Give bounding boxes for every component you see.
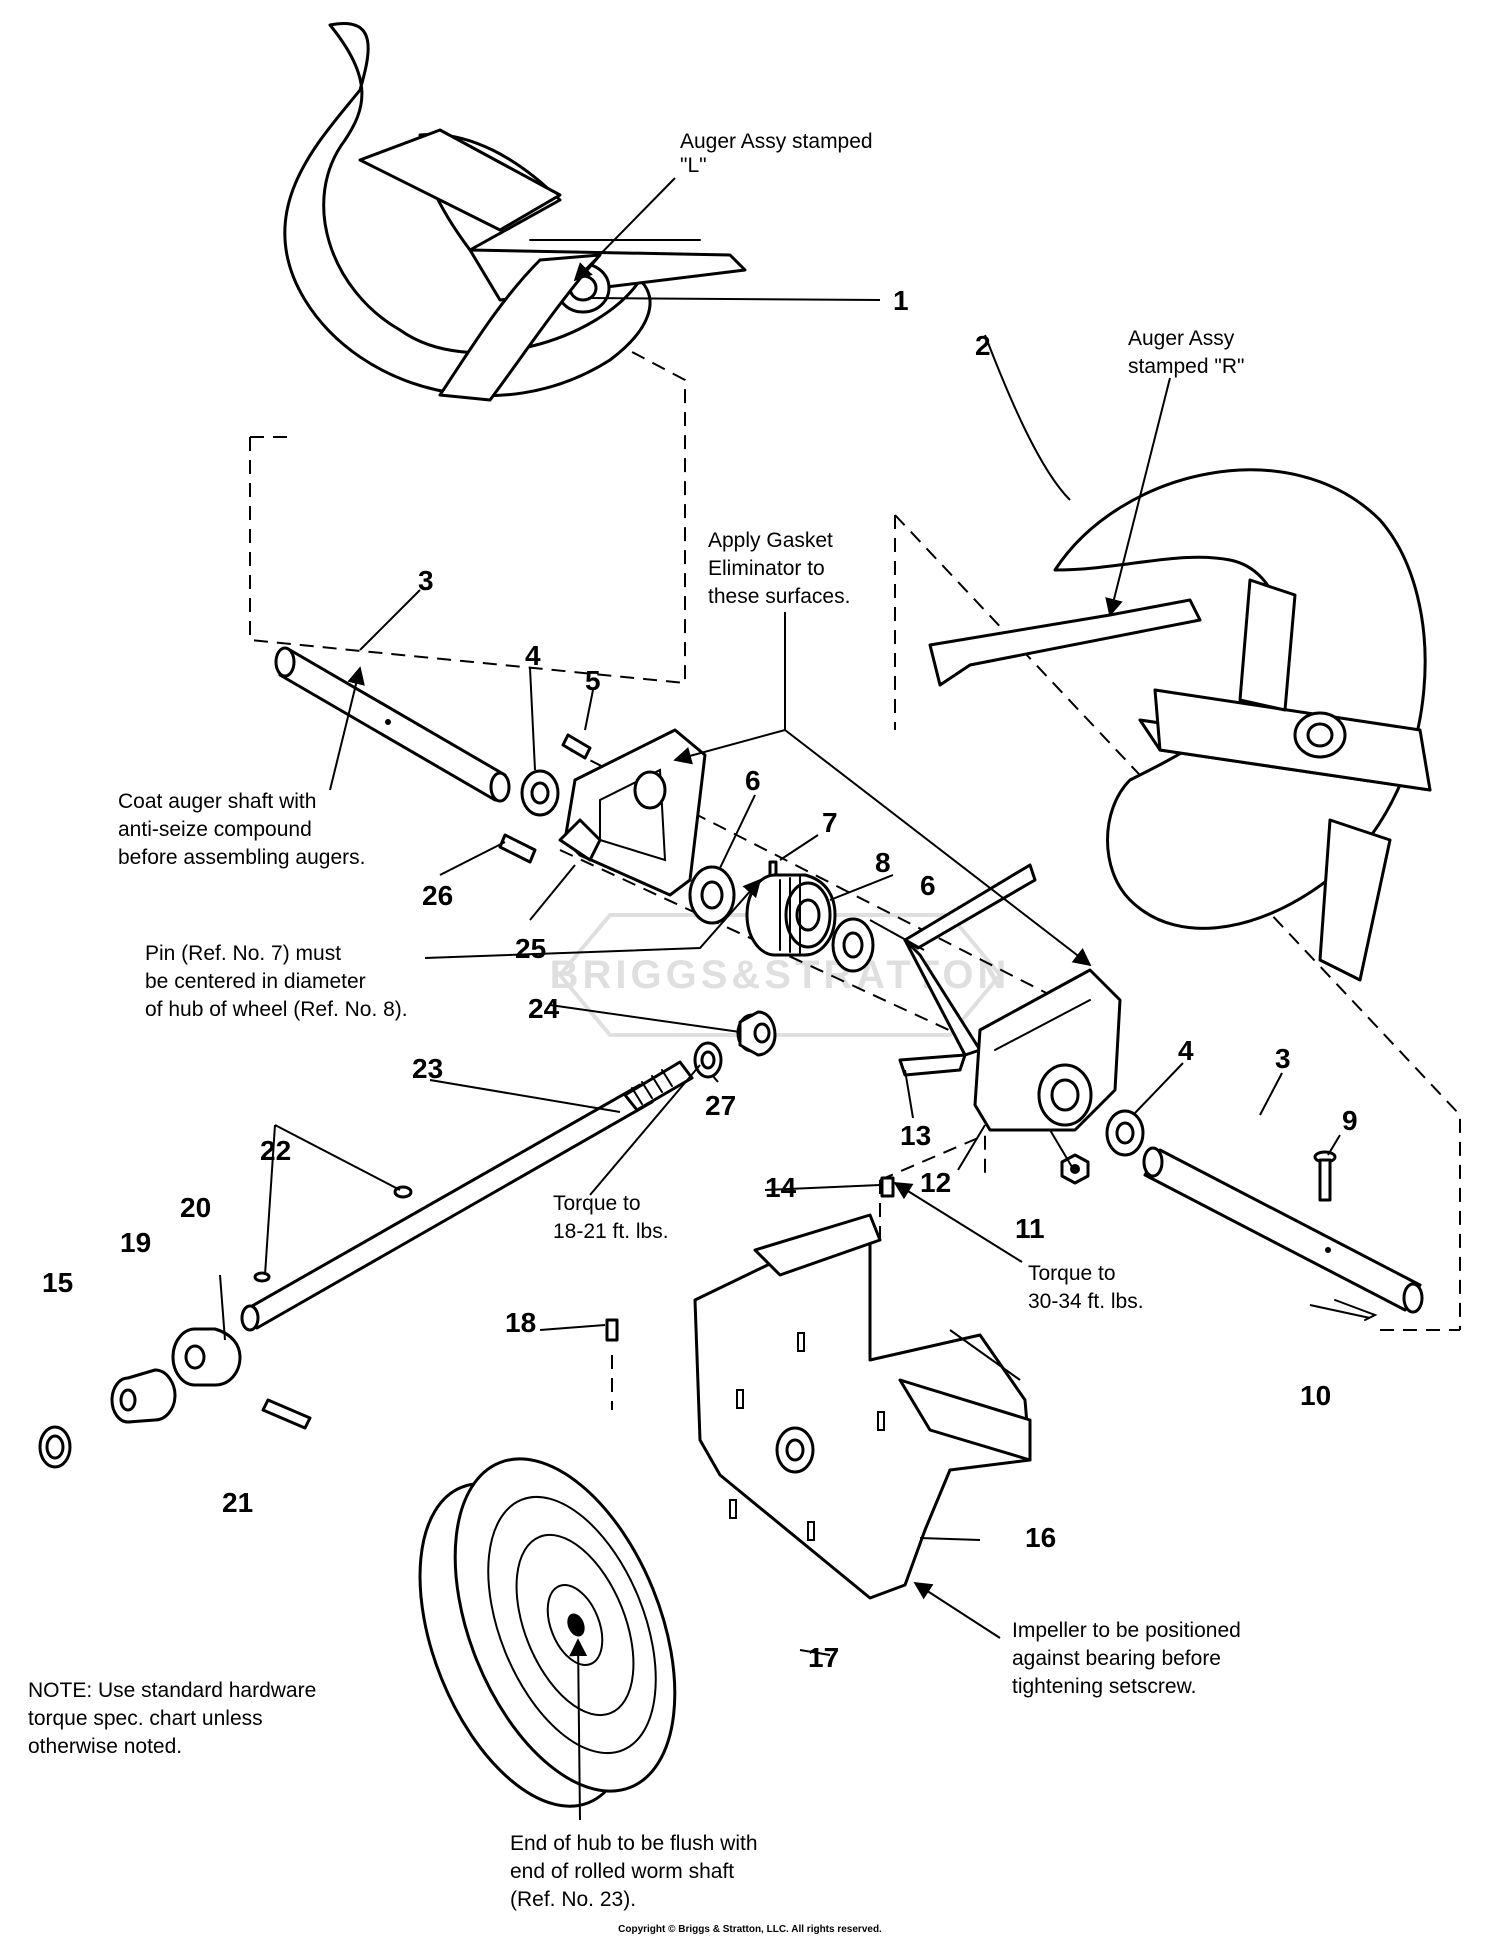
note-pin-centered: Pin (Ref. No. 7) must be centered in dia… <box>145 942 408 1021</box>
svg-text:End of hub to be flush with: End of hub to be flush with <box>510 1832 758 1855</box>
grease-fitting-26 <box>498 833 537 864</box>
part-label-3-right: 3 <box>1275 1043 1291 1074</box>
copyright-text: Copyright © Briggs & Stratton, LLC. All … <box>618 1924 882 1935</box>
svg-text:(Ref. No. 23).: (Ref. No. 23). <box>510 1888 636 1911</box>
svg-text:Auger Assy stamped: Auger Assy stamped <box>680 130 873 153</box>
part-label-8: 8 <box>875 847 891 878</box>
note-auger-r: Auger Assy stamped "R" <box>1128 327 1244 378</box>
part-label-5: 5 <box>585 665 601 696</box>
part-label-20: 20 <box>180 1192 211 1223</box>
left-auger-assembly <box>283 22 747 402</box>
square-key-21 <box>261 1398 312 1430</box>
pulley-17 <box>418 1457 677 1808</box>
part-label-19: 19 <box>120 1227 151 1258</box>
worm-gear-8 <box>745 873 837 957</box>
part-label-18: 18 <box>505 1307 536 1338</box>
bushing-19 <box>110 1368 177 1424</box>
part-label-2: 2 <box>975 330 991 361</box>
svg-text:of hub of wheel (Ref. No. 8).: of hub of wheel (Ref. No. 8). <box>145 998 408 1021</box>
svg-text:"L": "L" <box>680 154 707 177</box>
svg-text:otherwise noted.: otherwise noted. <box>28 1735 182 1758</box>
note-anti-seize: Coat auger shaft with anti-seize compoun… <box>118 790 365 869</box>
part-number-labels: 1 2 3 4 5 6 7 8 6 4 3 9 10 11 12 13 14 1… <box>42 285 1358 1673</box>
bearing-left <box>520 769 560 817</box>
svg-text:Torque to: Torque to <box>553 1192 641 1215</box>
svg-text:30-34 ft. lbs.: 30-34 ft. lbs. <box>1028 1290 1144 1313</box>
part-label-12: 12 <box>920 1167 951 1198</box>
bearing-right <box>1105 1109 1145 1157</box>
svg-text:NOTE: Use standard hardware: NOTE: Use standard hardware <box>28 1679 316 1702</box>
setscrew-18 <box>605 1318 619 1342</box>
svg-text:Torque to: Torque to <box>1028 1262 1116 1285</box>
collar-20 <box>171 1327 242 1387</box>
part-label-16: 16 <box>1025 1522 1056 1553</box>
svg-text:anti-seize compound: anti-seize compound <box>118 818 312 841</box>
svg-text:tightening setscrew.: tightening setscrew. <box>1012 1675 1196 1698</box>
note-gasket-eliminator: Apply Gasket Eliminator to these surface… <box>708 529 850 608</box>
thrust-washer-27 <box>693 1041 723 1079</box>
part-label-14: 14 <box>765 1172 797 1203</box>
svg-text:18-21 ft. lbs.: 18-21 ft. lbs. <box>553 1220 669 1243</box>
auger-shaft-right <box>1142 1146 1424 1314</box>
right-auger-assembly <box>928 468 1432 982</box>
part-label-26: 26 <box>422 880 453 911</box>
svg-text:Impeller to be positioned: Impeller to be positioned <box>1012 1619 1241 1642</box>
thrust-washer-6a <box>688 865 736 925</box>
svg-text:these surfaces.: these surfaces. <box>708 585 850 608</box>
part-label-1: 1 <box>893 285 909 316</box>
svg-text:Auger Assy: Auger Assy <box>1128 327 1235 350</box>
part-label-23: 23 <box>412 1053 443 1084</box>
leader-lines <box>219 177 1371 1821</box>
part-label-3-left: 3 <box>418 565 434 596</box>
part-label-15: 15 <box>42 1267 73 1298</box>
part-label-27: 27 <box>705 1090 736 1121</box>
auger-shaft-left <box>274 646 511 803</box>
retaining-ring-15 <box>38 1425 72 1469</box>
svg-text:end of rolled worm shaft: end of rolled worm shaft <box>510 1860 734 1883</box>
part-label-24: 24 <box>528 993 560 1024</box>
part-label-4-left: 4 <box>525 640 541 671</box>
part-label-9: 9 <box>1342 1105 1358 1136</box>
part-label-25: 25 <box>515 933 546 964</box>
part-label-22: 22 <box>260 1135 291 1166</box>
svg-text:Apply Gasket: Apply Gasket <box>708 529 833 552</box>
svg-text:torque spec. chart unless: torque spec. chart unless <box>28 1707 263 1730</box>
part-label-17: 17 <box>808 1642 839 1673</box>
bolt-9 <box>1313 1150 1337 1202</box>
note-impeller-position: Impeller to be positioned against bearin… <box>1012 1619 1241 1698</box>
part-label-21: 21 <box>222 1487 253 1518</box>
worm-shaft-23 <box>240 1060 694 1332</box>
note-standard-torque: NOTE: Use standard hardware torque spec.… <box>28 1679 316 1758</box>
svg-text:Eliminator to: Eliminator to <box>708 557 825 580</box>
gear-housing-right <box>973 968 1122 1132</box>
part-label-10: 10 <box>1300 1380 1331 1411</box>
setscrew-5 <box>561 733 592 760</box>
note-auger-l: Auger Assy stamped "L" <box>680 130 873 177</box>
thrust-washer-6b <box>831 917 875 973</box>
svg-text:Pin (Ref. No. 7) must: Pin (Ref. No. 7) must <box>145 942 341 965</box>
svg-text:before assembling augers.: before assembling augers. <box>118 846 365 869</box>
bushing-24 <box>736 1010 777 1057</box>
part-label-4-right: 4 <box>1178 1035 1194 1066</box>
svg-text:against bearing before: against bearing before <box>1012 1647 1221 1670</box>
impeller-16 <box>693 1213 1032 1600</box>
note-hub-flush: End of hub to be flush with end of rolle… <box>510 1832 758 1911</box>
svg-text:stamped "R": stamped "R" <box>1128 355 1244 378</box>
woodruff-key-22b <box>253 1271 271 1283</box>
part-label-6-left: 6 <box>745 765 761 796</box>
note-torque-30-34: Torque to 30-34 ft. lbs. <box>1028 1262 1144 1313</box>
note-torque-18-21: Torque to 18-21 ft. lbs. <box>553 1192 669 1243</box>
svg-text:be centered in diameter: be centered in diameter <box>145 970 366 993</box>
part-label-7: 7 <box>822 807 838 838</box>
setscrew-14 <box>880 1176 895 1198</box>
part-label-6-right: 6 <box>920 870 936 901</box>
part-label-13: 13 <box>900 1120 931 1151</box>
nut-11 <box>1060 1153 1090 1185</box>
svg-text:Coat auger shaft with: Coat auger shaft with <box>118 790 316 813</box>
part-label-11: 11 <box>1015 1213 1045 1244</box>
